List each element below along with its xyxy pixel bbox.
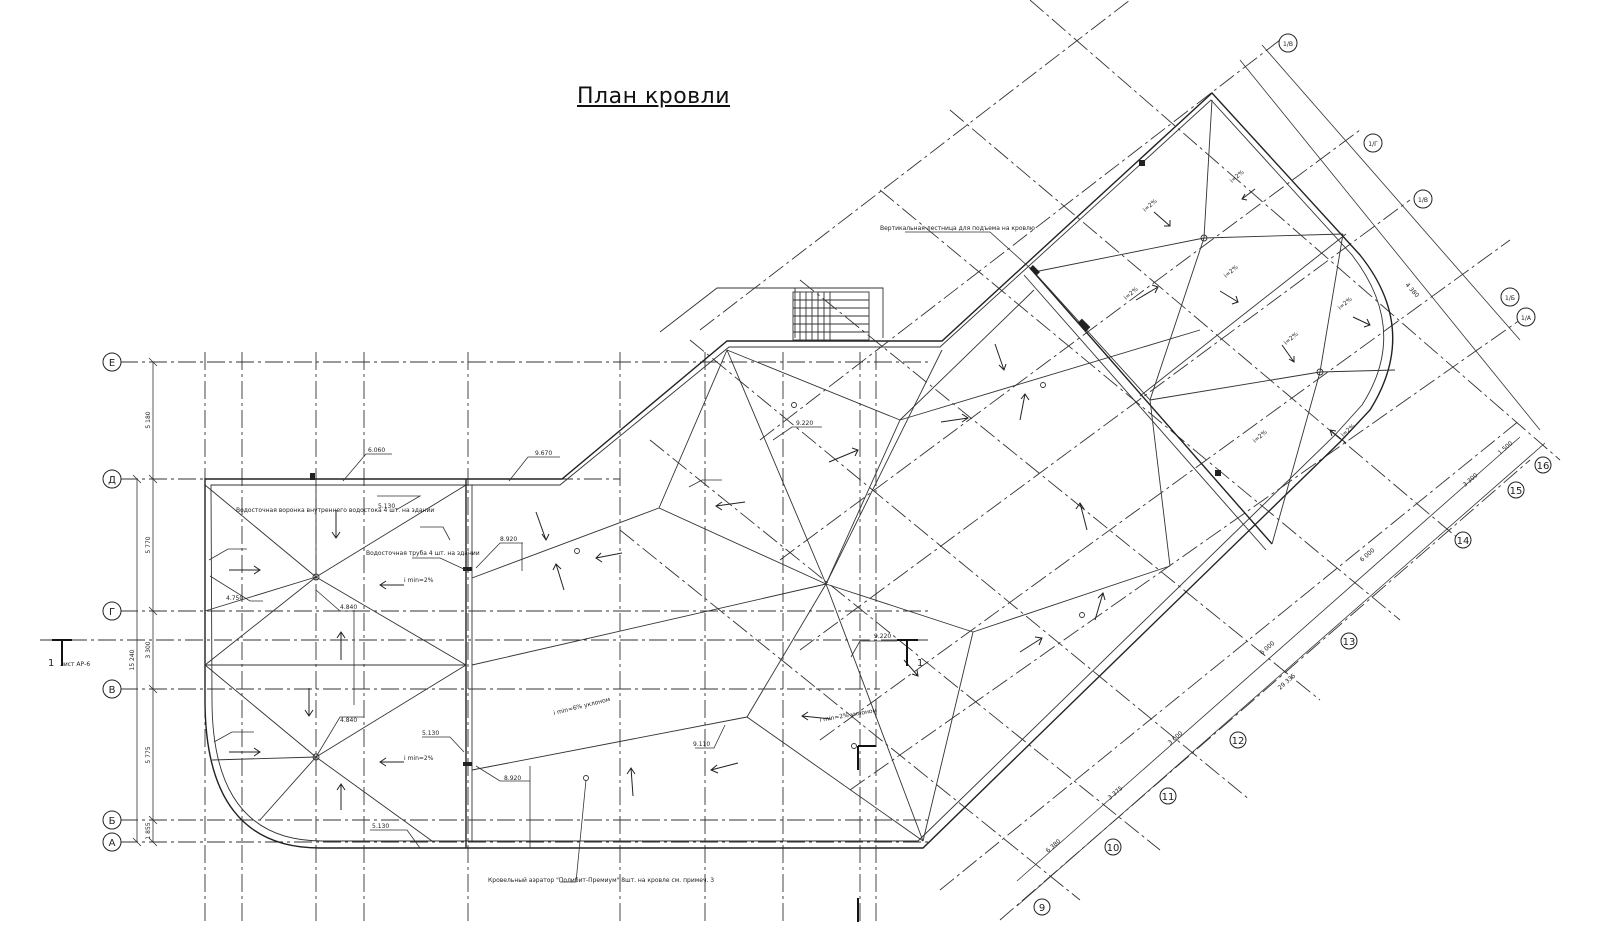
dim-text: 6 380 <box>1045 838 1063 855</box>
elevation-text: 9.670 <box>535 450 552 457</box>
gutter-markers <box>310 160 1221 766</box>
elevation-text: 6.060 <box>368 447 385 454</box>
section-mark-label: 1 <box>48 658 54 669</box>
axis-label: Е <box>109 358 115 369</box>
axis-label: Б <box>109 816 116 827</box>
slope-text: i=2% <box>1283 331 1300 347</box>
section-cut <box>52 639 918 922</box>
note-slope-b: i min=2% <box>404 755 434 762</box>
dim-text: 5 180 <box>145 411 152 428</box>
section-mark-label-right: 1 <box>917 658 923 669</box>
elevation-text: 9.110 <box>693 741 710 748</box>
elevation-text: 8.920 <box>504 775 521 782</box>
axis-label: 1/Б <box>1505 295 1515 302</box>
axis-label: 12 <box>1232 736 1245 747</box>
note-funnel: Водосточная воронка внутреннего водосток… <box>236 507 434 514</box>
axis-label: Д <box>108 475 116 486</box>
diag-axis-bubbles: 9 10 11 12 13 14 15 16 <box>1033 456 1552 916</box>
left-dimensions <box>132 357 158 847</box>
axis-label: 15 <box>1510 486 1523 497</box>
dim-text: 15 240 <box>129 649 136 670</box>
note-slope-d: i min=2% уклоном <box>819 707 877 724</box>
note-pipe: Водосточная труба 4 шт. на здании <box>366 550 480 557</box>
diag-dimensions <box>1016 44 1546 907</box>
elevation-text: 8.920 <box>500 536 517 543</box>
elevation-text: 4.750 <box>226 595 243 602</box>
note-slope-c: i min=6% уклоном <box>553 696 611 717</box>
axis-label: 11 <box>1162 792 1175 803</box>
axis-label: 1/В <box>1418 197 1428 204</box>
elevation-text: 4.840 <box>340 604 357 611</box>
stair-treads <box>792 291 870 341</box>
left-axis-bubbles: Е Д Г В Б А <box>102 352 122 852</box>
elevation-text: 5.130 <box>378 503 395 510</box>
vertical-axes <box>204 352 877 922</box>
dim-text: 5 775 <box>145 746 152 763</box>
elevation-text: 5.130 <box>372 823 389 830</box>
elevation-leaders <box>208 426 897 849</box>
diag-dim-labels: 6 000 6 000 3 600 3 375 6 380 29 335 4 3… <box>1045 282 1515 855</box>
axis-label: А <box>109 838 116 849</box>
left-dim-labels: 5 180 5 770 3 300 15 240 5 775 1 855 <box>129 411 152 839</box>
roof-drains <box>312 234 1324 781</box>
elevation-text: 9.220 <box>796 420 813 427</box>
elevation-text: 4.840 <box>340 717 357 724</box>
axis-label: 1/В <box>1283 41 1293 48</box>
axis-label: 14 <box>1457 536 1470 547</box>
dim-text: 5 770 <box>145 536 152 553</box>
slope-text: i=2% <box>1142 198 1159 214</box>
note-ladder: Вертикальная лестница для подъема на кро… <box>880 225 1035 232</box>
slope-arrows <box>229 188 1371 810</box>
axis-label: 1/А <box>1521 315 1532 322</box>
slope-text: i=2% <box>1223 264 1240 280</box>
elevation-text: 5.130 <box>422 730 439 737</box>
dim-text: 4 380 <box>1404 282 1421 300</box>
note-aerator: Кровельный аэратор "Полибит-Премиум" 8шт… <box>488 877 714 884</box>
axis-label: 13 <box>1343 637 1356 648</box>
roof-slope-lines <box>204 99 1396 842</box>
axis-label: 10 <box>1107 843 1120 854</box>
dim-text: 1 500 <box>1497 440 1515 457</box>
slope-labels: i=2% i=2% i=2% i=2% i=2% i=2% i=2% i=2% <box>1123 169 1357 445</box>
dim-text: 1 855 <box>145 822 152 839</box>
building-outline <box>204 92 1394 849</box>
horizontal-axes <box>40 361 930 843</box>
elevation-text: 9.220 <box>874 633 891 640</box>
axis-label: Г <box>109 607 115 618</box>
axis-label: В <box>109 685 116 696</box>
dim-text: 3 600 <box>1167 730 1185 747</box>
slope-text: i=2% <box>1229 169 1246 185</box>
elevation-labels: 6.060 9.670 5.130 8.920 4.750 4.840 9.22… <box>226 420 891 830</box>
notes: Вертикальная лестница для подъема на кро… <box>236 225 1035 884</box>
top-axis-bubbles: 1/В 1/Г 1/В 1/Б 1/А <box>1278 33 1536 327</box>
note-slope-a: i min=2% <box>404 577 434 584</box>
diagonal-axes <box>619 0 1561 921</box>
slope-text: i=2% <box>1337 296 1354 312</box>
drawing-title: План кровли <box>577 84 731 109</box>
dim-text: 6 000 <box>1359 547 1377 564</box>
axis-label: 9 <box>1039 903 1045 914</box>
dim-text: 3 300 <box>1462 472 1480 489</box>
slope-text: i=2% <box>1252 429 1269 445</box>
axis-label: 1/Г <box>1368 141 1378 148</box>
axis-label: 16 <box>1537 461 1550 472</box>
section-mark-sheet: лист АР-6 <box>60 661 90 668</box>
dim-text: 3 375 <box>1107 785 1125 802</box>
dim-text: 3 300 <box>145 641 152 658</box>
